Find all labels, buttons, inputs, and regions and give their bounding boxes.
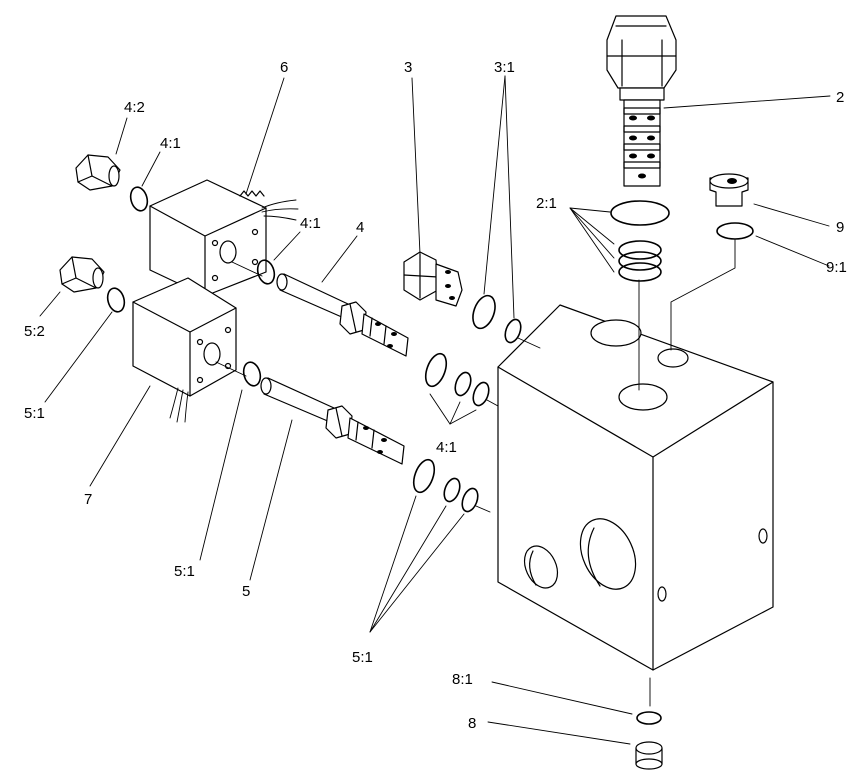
label-4-1-mid: 4:1 bbox=[300, 215, 321, 232]
part-4-solenoid-valve bbox=[276, 273, 409, 357]
part-2-cartridge-valve bbox=[606, 15, 677, 187]
label-8-1: 8:1 bbox=[452, 671, 473, 688]
label-5-2: 5:2 bbox=[24, 323, 45, 340]
label-5-1-mid: 5:1 bbox=[174, 563, 195, 580]
part-5-1-ring-outer bbox=[106, 287, 126, 313]
label-9: 9 bbox=[836, 219, 844, 236]
callout-labels: 2 2:1 9 9:1 3 3:1 6 4 4:2 4:1 4:1 4:1 5:… bbox=[24, 59, 847, 732]
part-9-1-ring bbox=[716, 222, 754, 240]
label-4-1-top: 4:1 bbox=[160, 135, 181, 152]
part-7-solenoid-coil bbox=[132, 277, 237, 423]
part-5-1-ring-inner bbox=[242, 361, 262, 387]
label-9-1: 9:1 bbox=[826, 259, 847, 276]
part-5-1-seal-rings bbox=[412, 458, 479, 513]
label-4-2: 4:2 bbox=[124, 99, 145, 116]
label-3: 3 bbox=[404, 59, 412, 76]
part-4-1-seal-rings bbox=[424, 352, 490, 407]
label-6: 6 bbox=[280, 59, 288, 76]
part-8-1-ring bbox=[636, 711, 662, 725]
assembly-center-lines bbox=[215, 239, 736, 707]
label-5-1-bottom: 5:1 bbox=[352, 649, 373, 666]
label-4: 4 bbox=[356, 219, 364, 236]
label-8: 8 bbox=[468, 715, 476, 732]
part-5-solenoid-valve bbox=[260, 377, 405, 465]
part-2-1-seal-rings bbox=[610, 200, 670, 282]
part-4-1-ring-outer bbox=[129, 186, 149, 212]
label-2-1: 2:1 bbox=[536, 195, 557, 212]
label-2: 2 bbox=[836, 89, 844, 106]
leader-lines bbox=[39, 75, 831, 745]
part-5-2-nut bbox=[59, 256, 105, 293]
part-9-plug bbox=[709, 173, 749, 207]
part-4-2-nut bbox=[75, 154, 121, 191]
part-6-solenoid-coil bbox=[149, 179, 299, 297]
label-3-1: 3:1 bbox=[494, 59, 515, 76]
part-3-1-seal-rings bbox=[472, 294, 522, 344]
label-5-1-left: 5:1 bbox=[24, 405, 45, 422]
label-4-1-bottom: 4:1 bbox=[436, 439, 457, 456]
label-5: 5 bbox=[242, 583, 250, 600]
label-7: 7 bbox=[84, 491, 92, 508]
manifold-block bbox=[497, 304, 774, 671]
part-3-check-valve bbox=[403, 251, 463, 307]
part-8-plug bbox=[635, 741, 663, 770]
